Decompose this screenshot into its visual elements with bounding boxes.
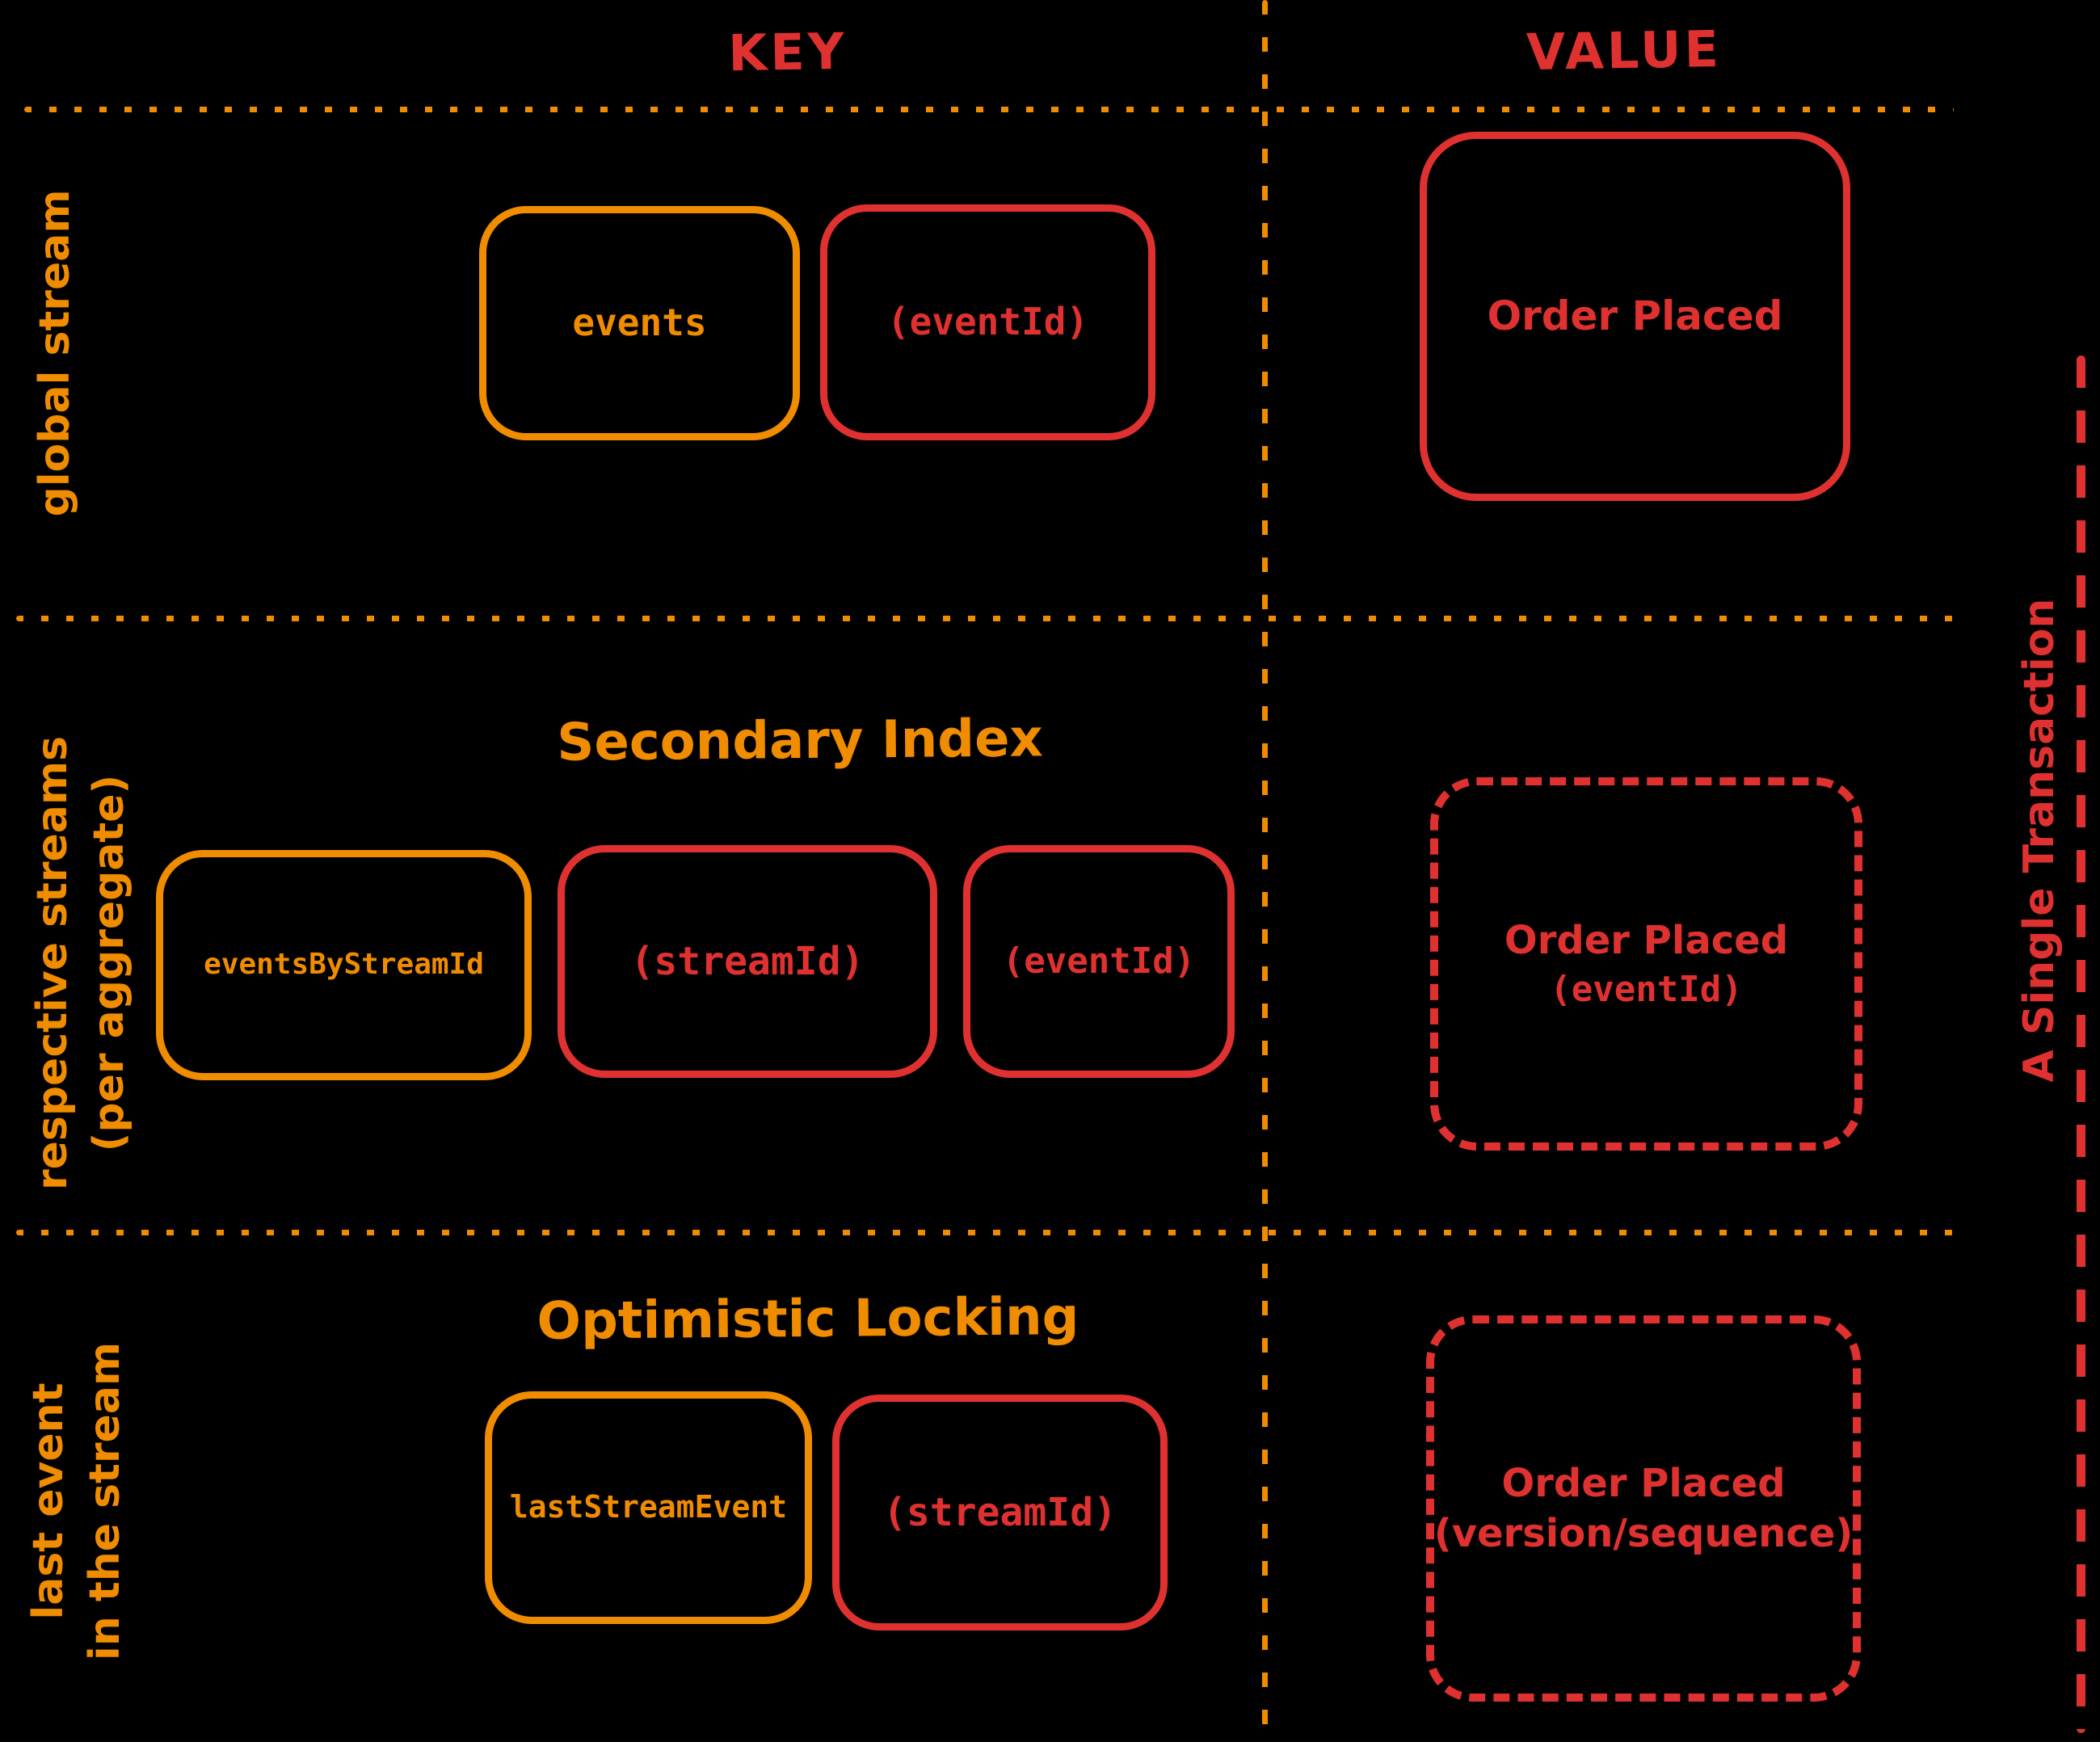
streamid-locking-key-box: (streamId): [832, 1395, 1168, 1630]
row-label-respective-streams-line2: (per aggregate): [85, 774, 133, 1152]
row-label-last-event-line1: last event: [23, 1382, 73, 1620]
events-table-label: events: [572, 301, 707, 345]
row-label-respective-streams-line1: respective streams: [27, 735, 77, 1191]
divider-row1-row2: [16, 616, 1954, 621]
eventid-key-box: (eventId): [820, 204, 1155, 440]
eventid-secondary-key-label: (eventId): [1002, 940, 1196, 983]
eventsbystreamid-table-box: eventsByStreamId: [156, 850, 532, 1080]
order-placed-eventid-value-box: Order Placed (eventId): [1430, 777, 1862, 1151]
row-label-global-stream-text: global stream: [30, 189, 79, 517]
order-placed-version-line1: Order Placed: [1501, 1460, 1786, 1506]
order-placed-version-value-box: Order Placed (version/sequence): [1426, 1315, 1861, 1702]
streamid-secondary-key-box: (streamId): [558, 845, 937, 1078]
divider-key-value-column: [1262, 0, 1268, 1742]
eventid-secondary-key-box: (eventId): [963, 845, 1235, 1078]
row-label-global-stream: global stream: [27, 189, 83, 516]
divider-row2-row3: [16, 1230, 1954, 1235]
order-placed-eventid-line1: Order Placed: [1504, 918, 1789, 964]
secondary-index-title: Secondary Index: [556, 709, 1044, 773]
divider-header-row: [24, 107, 1954, 112]
transaction-dashed-line: [2077, 356, 2085, 1733]
laststreamevent-table-label: lastStreamEvent: [509, 1489, 788, 1525]
eventsbystreamid-table-label: eventsByStreamId: [204, 948, 484, 982]
value-column-header: VALUE: [1526, 19, 1723, 82]
row-label-last-event-line2: in the stream: [81, 1341, 129, 1661]
row-label-last-event: last event in the stream: [20, 1342, 133, 1660]
optimistic-locking-title: Optimistic Locking: [537, 1287, 1079, 1352]
laststreamevent-table-box: lastStreamEvent: [485, 1391, 812, 1624]
streamid-secondary-key-label: (streamId): [630, 938, 865, 984]
events-table-box: events: [479, 206, 800, 440]
order-placed-value-box: Order Placed: [1420, 132, 1850, 501]
eventid-key-label: (eventId): [886, 300, 1089, 344]
order-placed-eventid-line2: (eventId): [1550, 968, 1743, 1010]
key-column-header: KEY: [727, 21, 848, 83]
row-label-respective-streams: respective streams (per aggregate): [24, 736, 137, 1190]
order-placed-version-line2: (version/sequence): [1433, 1511, 1854, 1556]
order-placed-value-label: Order Placed: [1487, 292, 1783, 339]
streamid-locking-key-label: (streamId): [883, 1489, 1117, 1535]
transaction-label: A Single Transaction: [2011, 599, 2068, 1083]
transaction-label-text: A Single Transaction: [2014, 598, 2064, 1083]
